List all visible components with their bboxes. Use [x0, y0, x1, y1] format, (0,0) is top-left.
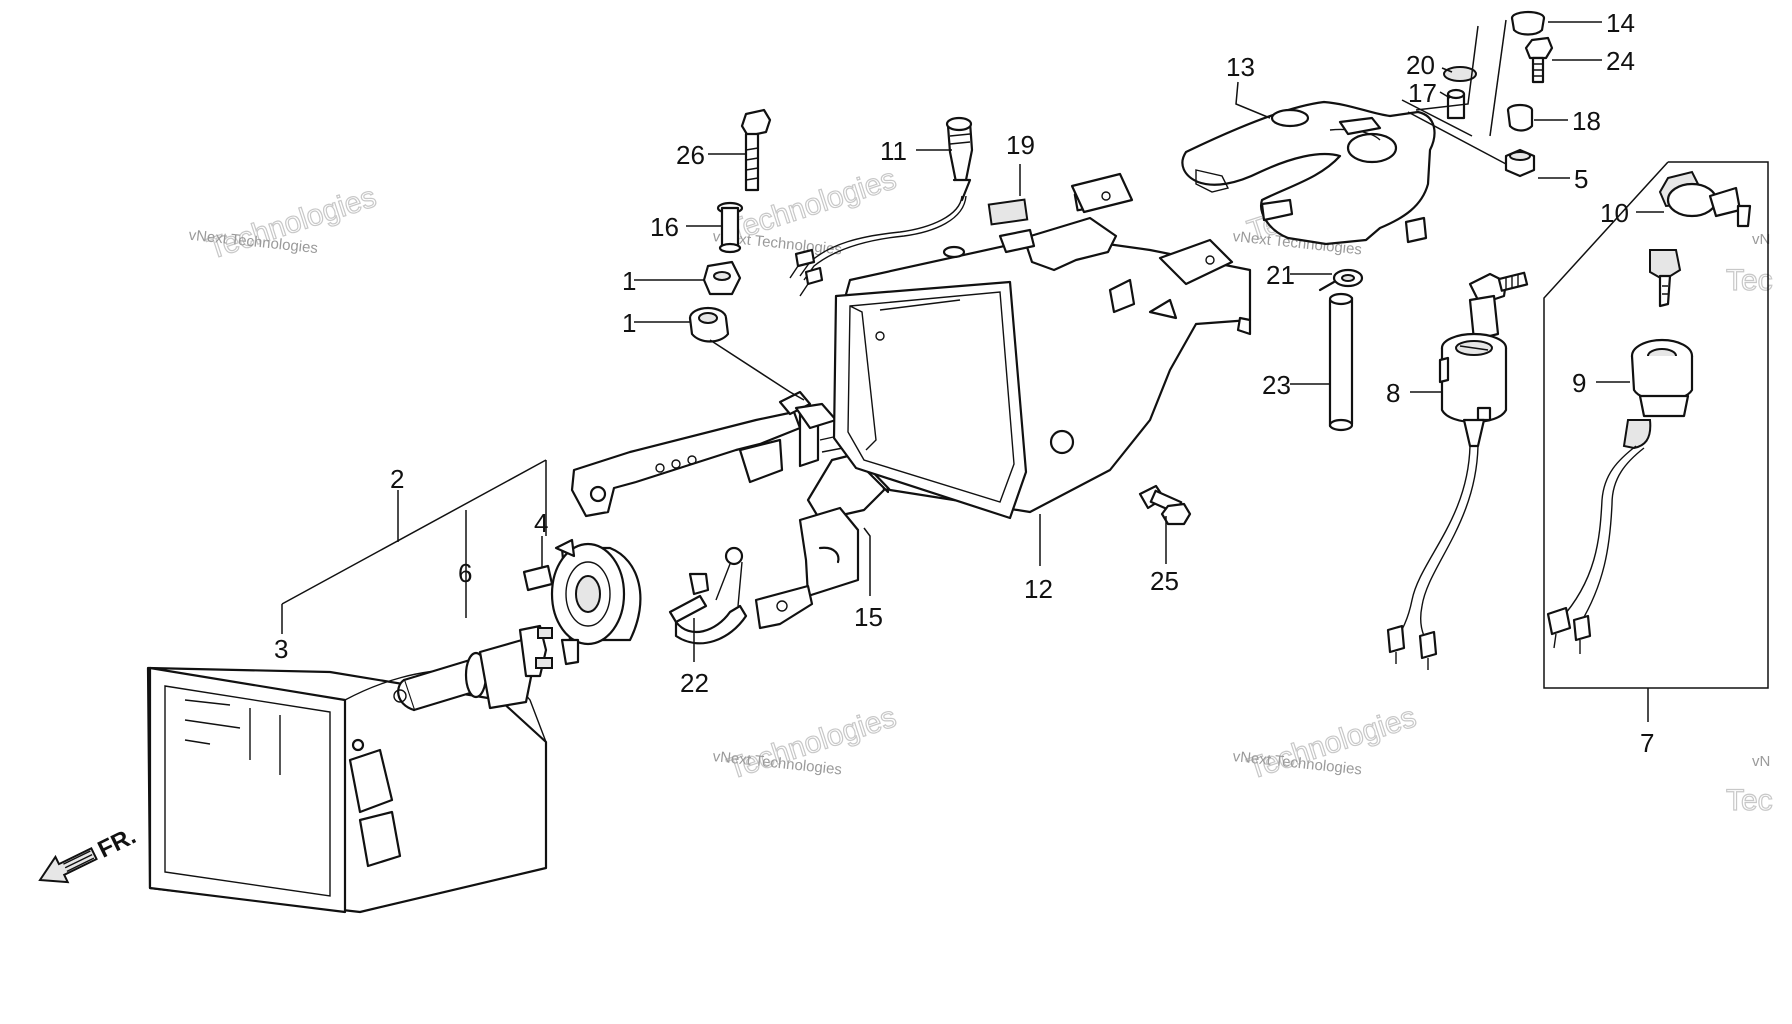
callout-22: 22	[680, 668, 709, 698]
callout-9: 9	[1572, 368, 1586, 398]
callout-25: 25	[1150, 566, 1179, 596]
callout-6: 6	[458, 558, 472, 588]
headlight-case	[832, 172, 1252, 520]
watermark-partial: Tec	[1726, 784, 1773, 817]
top-cover	[1181, 100, 1436, 246]
callout-24: 24	[1606, 46, 1635, 76]
key-set-box	[1543, 161, 1769, 689]
ignition-switch	[1386, 271, 1529, 670]
socket-cover	[522, 538, 642, 666]
callout-10: 10	[1600, 198, 1629, 228]
callout-21: 21	[1266, 260, 1295, 290]
callout-5: 5	[1574, 164, 1588, 194]
leader-lines	[281, 19, 1664, 722]
keys	[1649, 170, 1752, 308]
callout-20: 20	[1406, 50, 1435, 80]
callout-1-lower: 1	[622, 308, 636, 338]
callout-16: 16	[650, 212, 679, 242]
wire-clamp	[668, 546, 748, 645]
rubber-tube	[1328, 292, 1354, 432]
watermark-partial: vN	[1752, 231, 1770, 248]
wire-clip	[1318, 268, 1364, 292]
callout-23: 23	[1262, 370, 1291, 400]
fasteners-right	[1443, 10, 1554, 178]
callout-1-upper: 1	[622, 266, 636, 296]
callout-12: 12	[1024, 574, 1053, 604]
callout-2: 2	[390, 464, 404, 494]
arrow-icon	[38, 846, 98, 884]
callout-4: 4	[534, 508, 548, 538]
callout-7: 7	[1640, 728, 1654, 758]
callout-19: 19	[1006, 130, 1035, 160]
socket-wire	[789, 116, 974, 297]
callout-3: 3	[274, 634, 288, 664]
fasteners-left	[688, 108, 772, 343]
callout-14: 14	[1606, 8, 1635, 38]
headlight-unit	[146, 666, 548, 914]
watermark-partial: Tec	[1726, 264, 1773, 297]
label-plate	[987, 198, 1029, 226]
key-switch	[1546, 338, 1694, 654]
direction-label: FR.	[94, 822, 141, 863]
bulb	[393, 624, 553, 712]
callout-26: 26	[676, 140, 705, 170]
callout-11: 11	[880, 136, 907, 166]
callout-numbers: 1 1 2 3 4 5 6 7 8 9 10 11 12 13 14 15 16…	[274, 8, 1654, 758]
watermark-partial: vN	[1752, 753, 1770, 770]
callout-17: 17	[1408, 78, 1437, 108]
callout-13: 13	[1226, 52, 1255, 82]
callout-15: 15	[854, 602, 883, 632]
front-direction-arrow: FR.	[38, 822, 141, 884]
callout-18: 18	[1572, 106, 1601, 136]
callout-8: 8	[1386, 378, 1400, 408]
bolt-25	[1138, 484, 1192, 526]
